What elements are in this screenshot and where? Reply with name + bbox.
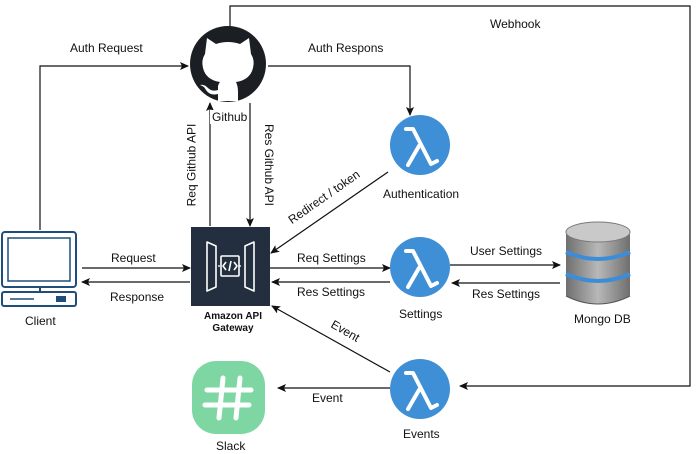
- edges: [39, 5, 691, 392]
- edge-label-res-settings-db: Res Settings: [472, 287, 541, 301]
- edge-auth-request: [39, 62, 189, 230]
- monitor-icon: [1, 231, 77, 307]
- client-node[interactable]: [1, 231, 77, 307]
- mongodb-node[interactable]: [565, 221, 631, 305]
- github-octocat-icon: [190, 26, 266, 102]
- edge-label-user-settings: User Settings: [470, 244, 543, 258]
- edge-label-auth-request: Auth Request: [68, 41, 145, 55]
- edge-label-response: Response: [110, 290, 165, 304]
- edge-label-req-github-api: Req Github API: [184, 121, 199, 209]
- edge-redirect-token: [270, 171, 389, 254]
- slack-hash-icon: [192, 361, 265, 434]
- edge-label-req-settings: Req Settings: [297, 251, 366, 265]
- api-gateway-label: Amazon API Gateway: [196, 311, 270, 335]
- api-gateway-label-line2: Gateway: [212, 323, 254, 334]
- edge-event-gateway: [271, 305, 391, 373]
- lambda-icon: [390, 237, 450, 297]
- api-gateway-node[interactable]: [191, 227, 270, 306]
- events-label: Events: [403, 427, 440, 441]
- api-gateway-label-line1: Amazon API: [204, 311, 262, 322]
- edge-label-res-settings: Res Settings: [297, 285, 366, 299]
- database-icon: [565, 221, 631, 305]
- events-node[interactable]: [390, 359, 450, 419]
- github-label: Github: [210, 110, 250, 124]
- edge-label-res-github-api: Res Github API: [262, 121, 277, 209]
- github-node[interactable]: [190, 26, 266, 102]
- client-label: Client: [25, 314, 56, 328]
- edge-label-auth-response: Auth Respons: [306, 41, 386, 55]
- lambda-icon: [390, 359, 450, 419]
- authentication-label: Authentication: [383, 187, 460, 201]
- authentication-node[interactable]: [390, 115, 450, 175]
- slack-label: Slack: [216, 439, 246, 453]
- edge-label-request: Request: [111, 251, 156, 265]
- mongodb-label: Mongo DB: [574, 312, 631, 326]
- edge-label-event-slack: Event: [312, 391, 343, 405]
- api-gateway-icon: [191, 227, 270, 306]
- lambda-icon: [390, 115, 450, 175]
- slack-node[interactable]: [192, 361, 265, 434]
- edge-label-webhook: Webhook: [488, 17, 543, 31]
- edge-auth-response: [268, 65, 414, 116]
- edge-webhook: [229, 5, 691, 390]
- settings-label: Settings: [399, 307, 443, 321]
- settings-node[interactable]: [390, 237, 450, 297]
